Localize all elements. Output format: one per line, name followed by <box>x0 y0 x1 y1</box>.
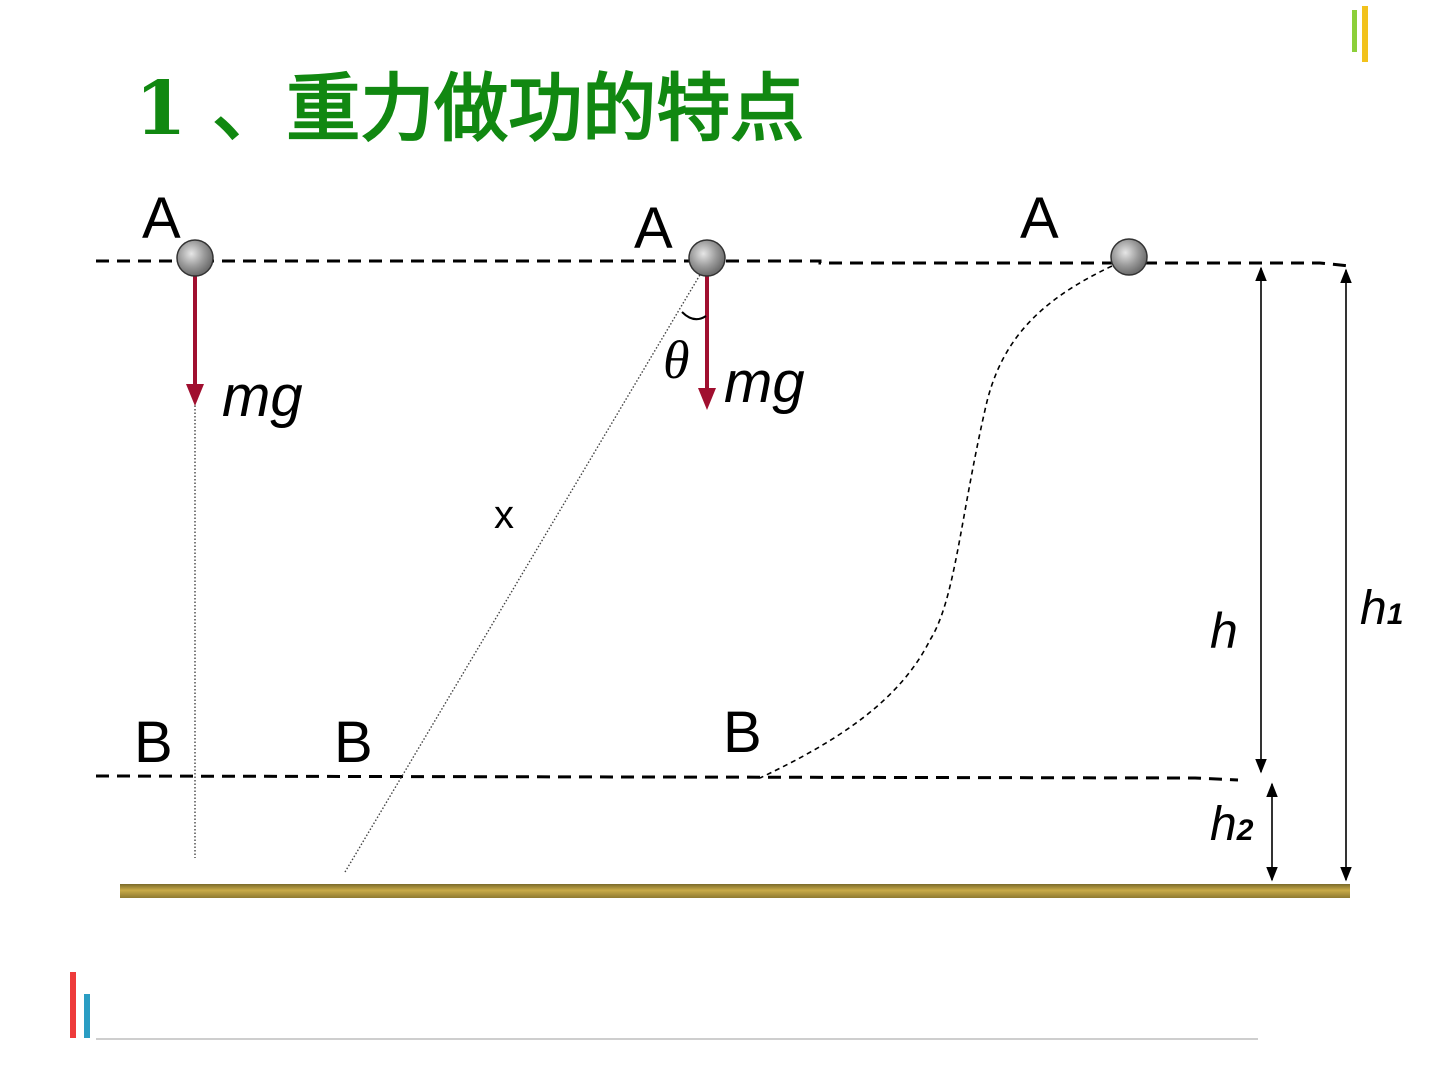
label-h2-base: h <box>1210 798 1237 851</box>
label-h2: h2 <box>1210 798 1254 851</box>
path-curve <box>759 265 1113 779</box>
force-arrowhead-1 <box>186 384 204 406</box>
label-b-1: B <box>134 710 173 775</box>
deco-bar-blue <box>84 994 90 1038</box>
level-line-b <box>95 774 1239 782</box>
label-a-3: A <box>1020 186 1059 251</box>
label-x: x <box>494 493 514 537</box>
ball-2 <box>688 239 726 277</box>
label-mg-1: mg <box>222 364 303 429</box>
label-h: h <box>1210 603 1238 659</box>
force-arrowhead-2 <box>698 388 716 410</box>
slide-title: 1 、重力做功的特点 <box>135 66 805 152</box>
label-a-2: A <box>634 196 673 261</box>
label-h1-sub: 1 <box>1387 598 1404 631</box>
label-a-1: A <box>142 186 181 251</box>
ball-1 <box>176 239 214 277</box>
label-b-2: B <box>334 710 373 775</box>
angle-arc <box>681 311 707 321</box>
label-b-3: B <box>723 700 762 765</box>
path-incline <box>344 262 708 873</box>
ground <box>120 884 1350 898</box>
deco-bar-green <box>1352 10 1357 52</box>
label-theta: θ <box>663 330 690 390</box>
label-h2-sub: 2 <box>1236 814 1254 847</box>
label-mg-2: mg <box>724 350 805 415</box>
level-line-a <box>96 259 1351 268</box>
ball-3 <box>1110 238 1148 276</box>
label-h1-base: h <box>1360 582 1387 635</box>
deco-bar-yellow <box>1362 6 1368 62</box>
label-h1: h1 <box>1360 582 1403 635</box>
deco-bar-red <box>70 972 76 1038</box>
